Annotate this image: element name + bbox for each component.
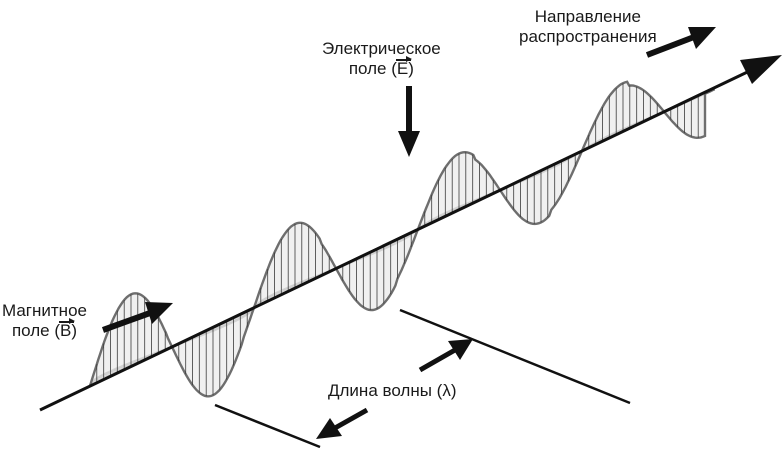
magnetic-field-label: Магнитное поле (B) — [2, 301, 87, 341]
wavelength-arrow-right — [418, 339, 473, 373]
direction-label-line1: Направление — [534, 7, 641, 26]
electric-field-symbol: E — [395, 56, 413, 78]
wavelength-arrow-left — [316, 407, 369, 439]
magnetic-field-symbol: B — [58, 318, 76, 340]
propagation-axis-arrowhead — [740, 55, 782, 84]
wavelength-marker-left — [214, 403, 321, 449]
magnetic-field-label-line2: поле (B) — [11, 318, 78, 340]
wavelength-label: Длина волны (λ) — [328, 381, 457, 401]
wavelength-label-text: Длина волны (λ) — [328, 381, 457, 400]
electric-field-label: Электрическое поле (E) — [322, 39, 441, 79]
direction-arrow — [645, 27, 716, 58]
direction-label-line2: распространения — [519, 27, 657, 46]
propagation-axis — [39, 64, 761, 412]
magnetic-field-label-line1: Магнитное — [2, 301, 87, 320]
direction-label: Направление распространения — [519, 7, 657, 47]
electric-field-label-line2: поле (E) — [348, 56, 414, 78]
wavelength-marker-right — [399, 308, 631, 405]
electric-field-arrow — [398, 86, 420, 157]
electric-field-label-line1: Электрическое — [322, 39, 441, 58]
magnetic-field-arrow — [101, 302, 173, 333]
